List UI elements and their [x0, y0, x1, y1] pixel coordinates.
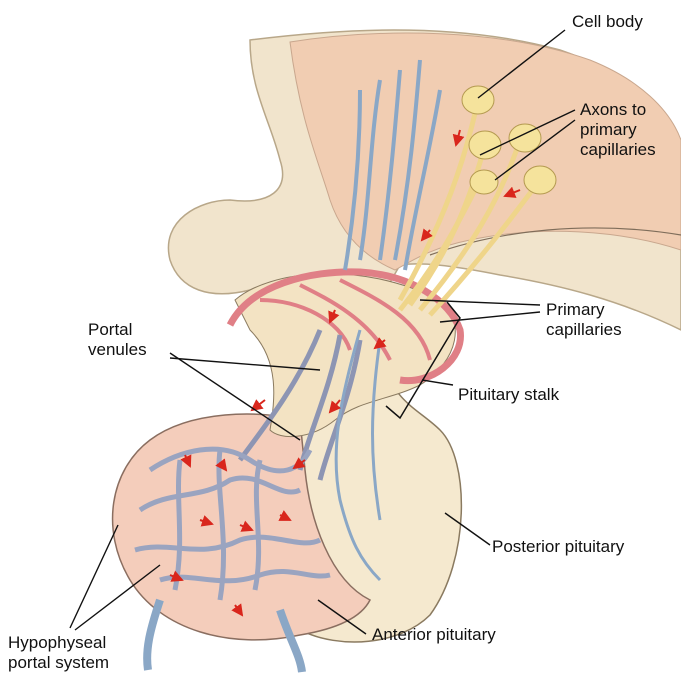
- cell-body-1: [462, 86, 494, 114]
- label-hypophyseal-line-1: Hypophyseal: [8, 633, 109, 653]
- label-hypophyseal: Hypophyseal portal system: [8, 633, 109, 673]
- label-primary-capillaries-line-1: Primary: [546, 300, 622, 320]
- cell-body-4: [524, 166, 556, 194]
- label-axons-line-2: primary: [580, 120, 656, 140]
- label-primary-capillaries-line-2: capillaries: [546, 320, 622, 340]
- label-primary-capillaries: Primary capillaries: [546, 300, 622, 340]
- cell-body-5: [470, 170, 498, 194]
- label-hypophyseal-line-2: portal system: [8, 653, 109, 673]
- label-anterior-pituitary: Anterior pituitary: [372, 625, 496, 645]
- label-axons: Axons to primary capillaries: [580, 100, 656, 160]
- label-portal-venules-line-1: Portal: [88, 320, 147, 340]
- exit-vein-left: [147, 600, 160, 670]
- infundibulum: [235, 274, 455, 437]
- label-pituitary-stalk: Pituitary stalk: [458, 385, 559, 405]
- label-axons-line-3: capillaries: [580, 140, 656, 160]
- label-portal-venules-line-2: venules: [88, 340, 147, 360]
- label-cell-body: Cell body: [572, 12, 643, 32]
- label-axons-line-1: Axons to: [580, 100, 656, 120]
- cell-body-2: [469, 131, 501, 159]
- label-portal-venules: Portal venules: [88, 320, 147, 360]
- label-posterior-pituitary: Posterior pituitary: [492, 537, 624, 557]
